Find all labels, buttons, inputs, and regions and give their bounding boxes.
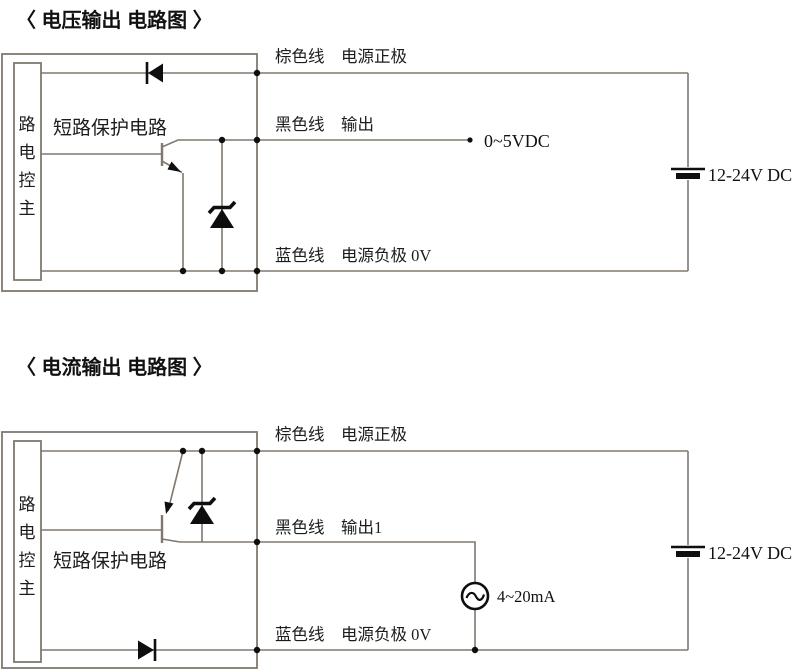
main-control-label: 路电控主 [19, 495, 36, 598]
black-output-wire [161, 538, 476, 583]
load-current-label: 4~20mA [497, 587, 556, 606]
supply-voltage-label: 12-24V DC [708, 165, 792, 185]
output-terminal-dot [467, 137, 473, 143]
blue-wire-label: 蓝色线 电源负极 0V [275, 625, 431, 644]
voltage-circuit-title: 〈 电压输出 电路图 〉 [16, 8, 213, 32]
voltage-output-circuit: 〈 电压输出 电路图 〉 路电控主 [1, 8, 792, 292]
current-output-circuit: 〈 电流输出 电路图 〉 路电控主 [1, 355, 792, 669]
output-range-label: 0~5VDC [484, 131, 550, 151]
junction-dot [253, 267, 261, 275]
main-control-label: 路电控主 [19, 115, 36, 218]
brown-wire-label: 棕色线 电源正极 [275, 425, 407, 444]
black-output-wire [161, 139, 470, 148]
junction-dot [179, 267, 187, 275]
current-circuit-title: 〈 电流输出 电路图 〉 [16, 355, 213, 379]
battery-icon [671, 167, 705, 179]
current-meter-icon [460, 581, 490, 611]
junction-dot [253, 136, 261, 144]
reverse-protection-diode-icon [138, 639, 157, 661]
junction-dot [253, 538, 261, 546]
zener-diode-icon [207, 200, 237, 228]
junction-dot [253, 447, 261, 455]
junction-dot [218, 136, 226, 144]
junction-dot [198, 447, 206, 455]
main-control-box [13, 62, 42, 281]
sensor-outline-box [1, 53, 258, 292]
junction-dot [179, 447, 187, 455]
sensor-outline-box [1, 431, 258, 669]
emitter-feed-wire [167, 450, 184, 512]
output-transistor-icon [160, 501, 174, 543]
main-control-box [13, 440, 42, 663]
brown-wire-label: 棕色线 电源正极 [275, 47, 407, 66]
junction-dot [253, 646, 261, 654]
junction-dot [253, 69, 261, 77]
protection-circuit-label: 短路保护电路 [53, 550, 167, 572]
output-transistor-icon [160, 143, 183, 174]
protection-circuit-label: 短路保护电路 [53, 117, 167, 139]
black-wire-label: 黑色线 输出1 [275, 518, 382, 537]
black-wire-label: 黑色线 输出 [275, 115, 374, 134]
blue-wire-label: 蓝色线 电源负极 0V [275, 246, 431, 265]
reverse-protection-diode-icon [145, 62, 163, 84]
junction-dot [218, 267, 226, 275]
supply-voltage-label: 12-24V DC [708, 543, 792, 563]
battery-icon [671, 545, 705, 557]
junction-dot [471, 646, 479, 654]
zener-diode-icon [187, 496, 217, 524]
